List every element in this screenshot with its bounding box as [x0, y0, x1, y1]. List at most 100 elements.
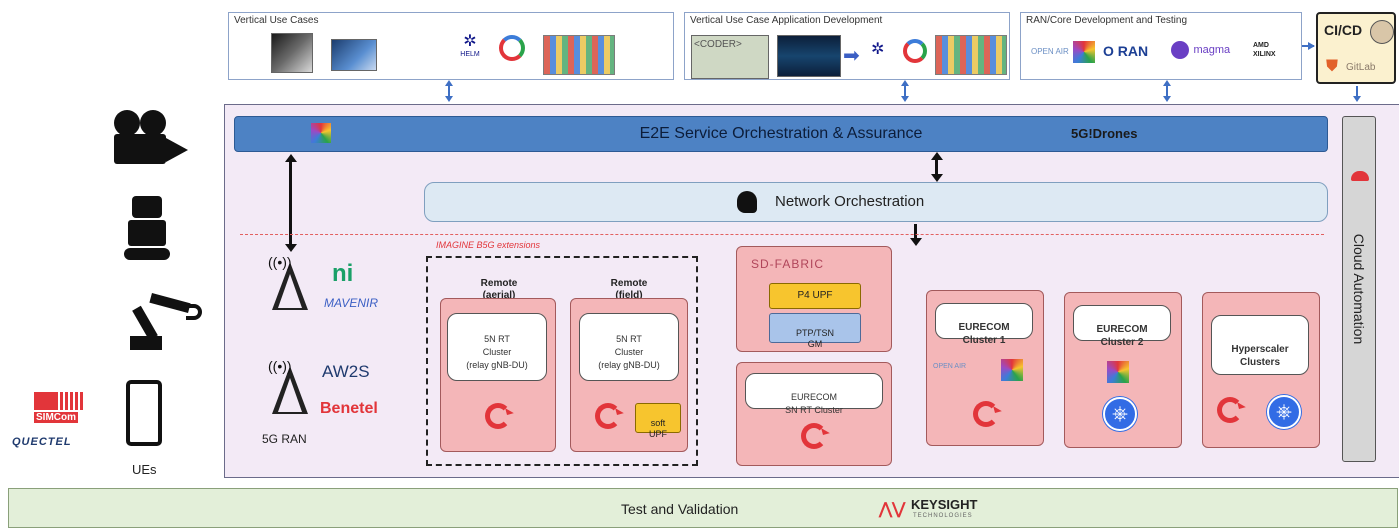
ni-label: ni — [332, 260, 354, 287]
test-validation-bar: Test and Validation ⋀⋁ KEYSIGHT TECHNOLO… — [8, 488, 1398, 528]
remote-extensions-box — [426, 256, 698, 466]
cloud-automation-label: Cloud Automation — [1351, 233, 1367, 345]
soft-upf-text: soft UPF — [649, 418, 667, 439]
e2e-net-arrow-up — [931, 152, 943, 160]
connector-3 — [1166, 84, 1168, 100]
ran-e2e-arrow — [289, 160, 292, 244]
cloud-automation-bar: Cloud Automation — [1342, 116, 1376, 462]
sdfabric-box: SD-FABRIC P4 UPF PTP/TSN GM — [736, 246, 892, 352]
remote-aerial-title-text: Remote (aerial) — [480, 278, 518, 301]
robotic-arm-icon — [126, 290, 210, 360]
openshift-icon — [801, 423, 827, 449]
cicd-connector-arrow — [1308, 42, 1315, 50]
use-case-image-1 — [271, 33, 313, 73]
hyperscaler-box: Hyperscaler Clusters ⎈ — [1202, 292, 1320, 448]
connector-1 — [448, 84, 450, 100]
colorful-logo-c2 — [1107, 361, 1129, 383]
gitlab-icon: ⛊ — [1326, 58, 1339, 75]
eurecom-sn-rt-cluster: EURECOM SN RT Cluster — [745, 373, 883, 415]
hyperscaler-text: Hyperscaler Clusters — [1231, 344, 1289, 368]
use-case-image-3 — [543, 35, 615, 75]
brain-head-icon — [737, 191, 757, 213]
openair-logo-c1: OPEN AIR — [933, 363, 967, 370]
net-down-arrow — [914, 224, 917, 238]
separator-line — [240, 234, 1324, 235]
ptp-tsn-box: PTP/TSN GM — [769, 313, 861, 349]
code-editor-image — [777, 35, 841, 77]
ptp-tsn-text: PTP/TSN GM — [795, 328, 834, 349]
aw2s-logo: AW2S — [322, 362, 370, 381]
e2e-net-arrow-down — [931, 174, 943, 182]
ran-e2e-arrow-down — [285, 244, 297, 252]
eurecom-cluster-2: EURECOM Cluster 2 — [1073, 305, 1171, 348]
vertical-use-cases-box: Vertical Use Cases ✲HELM — [228, 12, 674, 80]
jenkins-icon — [1370, 20, 1394, 44]
openshift-icon — [485, 403, 511, 429]
test-validation-title: Test and Validation — [621, 501, 739, 517]
quectel-logo: QUECTEL — [12, 436, 72, 448]
coder-logo: <CODER> — [691, 35, 769, 79]
camera-icon — [108, 108, 192, 178]
drones-logo: 5G!Drones — [1071, 126, 1138, 141]
ues-label: UEs — [132, 462, 157, 477]
eurecom-sn-box: EURECOM SN RT Cluster — [736, 362, 892, 466]
robot-icon — [118, 190, 178, 270]
gitops-icon — [499, 35, 525, 61]
app-dev-title: Vertical Use Case Application Developmen… — [690, 15, 883, 26]
helm-icon: ✲HELM — [460, 33, 480, 58]
eurecom-cluster-1-text: EURECOM Cluster 1 — [958, 322, 1010, 346]
soft-upf-box: soft UPF — [635, 403, 681, 439]
magma-logo: magma — [1171, 41, 1241, 63]
antenna-tower-2 — [272, 366, 308, 414]
simcom-logo: SIMCom — [34, 392, 90, 426]
connector-4 — [1356, 86, 1358, 100]
network-orchestration-title: Network Orchestration — [775, 193, 925, 210]
aerial-sn-rt-cluster: 5N RT Cluster (relay gNB-DU) — [447, 313, 547, 381]
remote-aerial-title: Remote (aerial) — [442, 266, 556, 302]
signal-waves-1: ((•)) — [268, 254, 292, 270]
phone-icon — [126, 380, 162, 446]
connector-2 — [904, 84, 906, 100]
connector-2-up — [901, 80, 909, 86]
openshift-icon — [1217, 397, 1243, 423]
connector-1-down — [445, 96, 453, 102]
kubernetes-icon: ⎈ — [1267, 395, 1301, 429]
net-down-arrow-head — [910, 238, 922, 246]
field-sn-rt-cluster: 5N RT Cluster (relay gNB-DU) — [579, 313, 679, 381]
connector-1-up — [445, 80, 453, 86]
e2e-net-arrow — [935, 158, 938, 176]
amd-xilinx-logo: AMD XILINX — [1253, 42, 1276, 58]
app-dev-box: Vertical Use Case Application Developmen… — [684, 12, 1010, 80]
eurecom-sn-text: EURECOM SN RT Cluster — [785, 392, 843, 415]
gitlab-label: GitLab — [1346, 62, 1376, 73]
eurecom-cluster-2-box: EURECOM Cluster 2 ⎈ — [1064, 292, 1182, 448]
oran-logo: O RAN — [1103, 43, 1149, 59]
connector-4-down — [1353, 96, 1361, 102]
mavenir-logo: MAVENIR — [324, 296, 379, 310]
ni-logo: ni — [332, 262, 362, 286]
helm-icon-2: ✲ — [871, 41, 885, 58]
openshift-icon — [973, 401, 999, 427]
simcom-label: SIMCom — [34, 412, 78, 423]
sdfabric-logo: SD-FABRIC — [751, 257, 825, 271]
remote-field-cluster: 5N RT Cluster (relay gNB-DU) soft UPF — [570, 298, 688, 452]
connector-3-down — [1163, 96, 1171, 102]
colorful-logo-e2e — [311, 123, 331, 143]
remote-aerial-cluster: 5N RT Cluster (relay gNB-DU) — [440, 298, 556, 452]
helm-label: HELM — [460, 51, 480, 58]
ran-core-title: RAN/Core Development and Testing — [1026, 15, 1188, 26]
app-image — [935, 35, 1007, 75]
ran-core-box: RAN/Core Development and Testing OPEN AI… — [1020, 12, 1302, 80]
arrow-right-icon: ➡ — [843, 45, 860, 67]
benetel-logo: Benetel — [320, 400, 378, 417]
coder-label: <CODER> — [694, 39, 742, 50]
connector-3-up — [1163, 80, 1171, 86]
eurecom-cluster-1: EURECOM Cluster 1 — [935, 303, 1033, 346]
cicd-title: CI/CD — [1324, 22, 1363, 38]
ran-label: 5G RAN — [262, 432, 307, 446]
redhat-icon — [1351, 171, 1369, 181]
p4-upf-box: P4 UPF — [769, 283, 861, 309]
field-cluster-text: 5N RT Cluster (relay gNB-DU) — [598, 334, 660, 370]
openair-logo: OPEN AIR — [1031, 47, 1069, 56]
connector-2-down — [901, 96, 909, 102]
